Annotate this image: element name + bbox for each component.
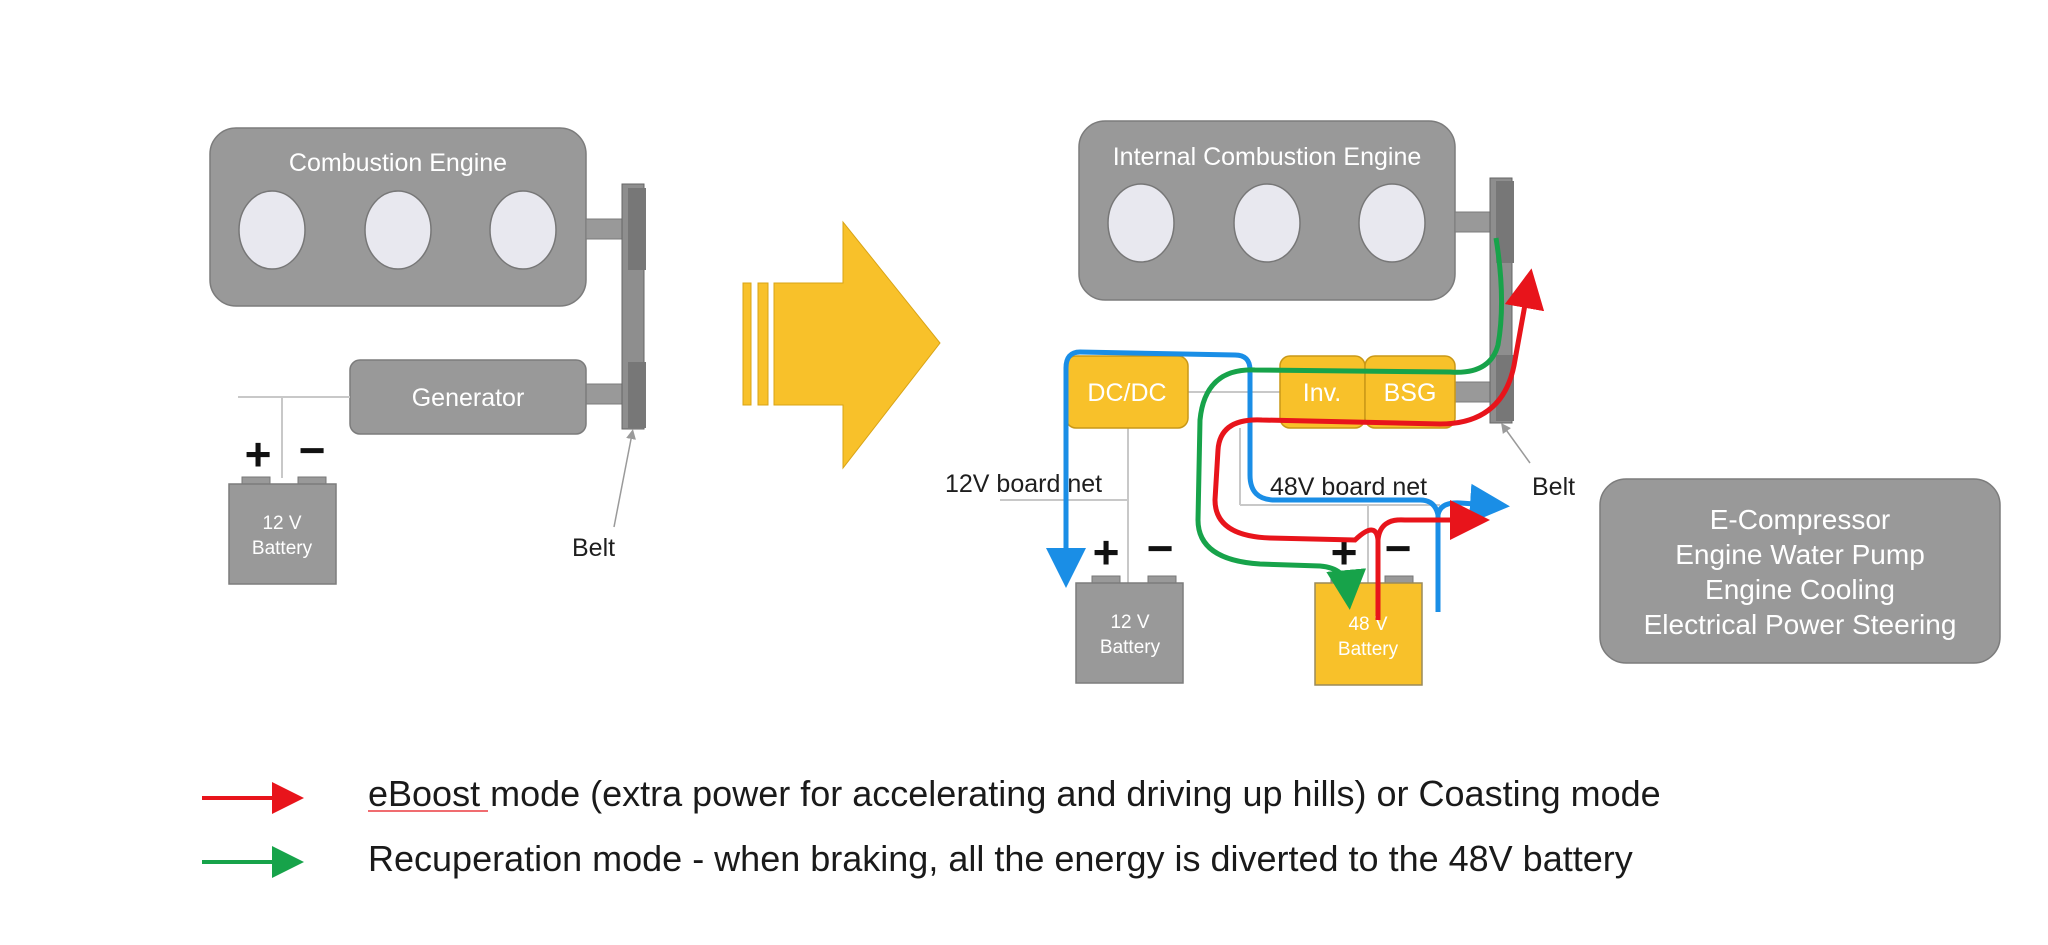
- cylinder-icon: [238, 190, 306, 270]
- belt-pointer: [613, 429, 636, 528]
- blue-flow-path: [1046, 349, 1253, 588]
- 48v-board-net-label: 48V board net: [1270, 473, 1427, 501]
- legend-eboost-text: eBoost mode (extra power for acceleratin…: [368, 773, 1661, 814]
- dcdc-label: DC/DC: [1087, 379, 1166, 407]
- cylinder-icon: [1358, 183, 1426, 263]
- belt-pointer: [1501, 422, 1531, 464]
- right-system: Internal Combustion Engine DC/DC Inv. BS…: [945, 120, 1575, 686]
- pulley-icon: [1496, 181, 1514, 263]
- belt-label: Belt: [1532, 473, 1575, 501]
- auxiliary-consumers: E-Compressor Engine Water Pump Engine Co…: [1599, 478, 2001, 664]
- green-flow-path: [1195, 237, 1505, 610]
- 12v-battery: [228, 483, 337, 585]
- legend: eBoost mode (extra power for acceleratin…: [202, 773, 1661, 879]
- pulley-icon: [628, 188, 646, 270]
- battery-voltage-label: 12 V: [262, 513, 301, 534]
- internal-combustion-engine-label: Internal Combustion Engine: [1113, 143, 1422, 171]
- engine-shaft: [1454, 211, 1491, 233]
- battery-label: Battery: [252, 538, 313, 559]
- cylinder-icon: [489, 190, 557, 270]
- minus-terminal-icon: −: [1147, 522, 1174, 574]
- transition-arrow: [742, 220, 941, 470]
- bsg-shaft: [1454, 381, 1491, 403]
- pulley-icon: [628, 362, 646, 428]
- battery-label: Battery: [1100, 637, 1161, 658]
- minus-terminal-icon: −: [1385, 522, 1412, 574]
- blue-flow-path: [1247, 428, 1441, 612]
- battery-label: Battery: [1338, 639, 1399, 660]
- plus-terminal-icon: +: [245, 428, 272, 480]
- blue-flow-arrow: [1435, 483, 1510, 524]
- generator-label: Generator: [412, 384, 525, 412]
- minus-terminal-icon: −: [299, 424, 326, 476]
- inverter-label: Inv.: [1303, 379, 1341, 407]
- 12v-board-net-label: 12V board net: [945, 470, 1102, 498]
- battery-voltage-label: 12 V: [1110, 612, 1149, 633]
- aux-consumer-item: Electrical Power Steering: [1644, 609, 1957, 640]
- plus-terminal-icon: +: [1093, 526, 1120, 578]
- arrow-stripe: [742, 282, 752, 406]
- generator-shaft: [585, 383, 623, 405]
- combustion-engine-label: Combustion Engine: [289, 149, 507, 177]
- aux-consumer-item: Engine Water Pump: [1675, 539, 1925, 570]
- engine-shaft: [585, 218, 623, 240]
- red-flow-path: [1212, 268, 1545, 543]
- cylinder-icon: [1107, 183, 1175, 263]
- legend-recuperation-text: Recuperation mode - when braking, all th…: [368, 838, 1633, 879]
- aux-consumer-item: E-Compressor: [1710, 504, 1890, 535]
- battery-voltage-label: 48 V: [1348, 614, 1387, 635]
- big-arrow-icon: [773, 220, 941, 470]
- aux-consumer-item: Engine Cooling: [1705, 574, 1895, 605]
- aux-consumers-box: [1599, 478, 2001, 664]
- arrow-stripe: [757, 282, 769, 406]
- cylinder-icon: [1233, 183, 1301, 263]
- 12v-battery: [1075, 582, 1184, 684]
- cylinder-icon: [364, 190, 432, 270]
- left-system: Combustion Engine Generator + − 12 V Bat…: [209, 127, 646, 585]
- belt-label: Belt: [572, 534, 615, 562]
- bsg-label: BSG: [1384, 379, 1437, 407]
